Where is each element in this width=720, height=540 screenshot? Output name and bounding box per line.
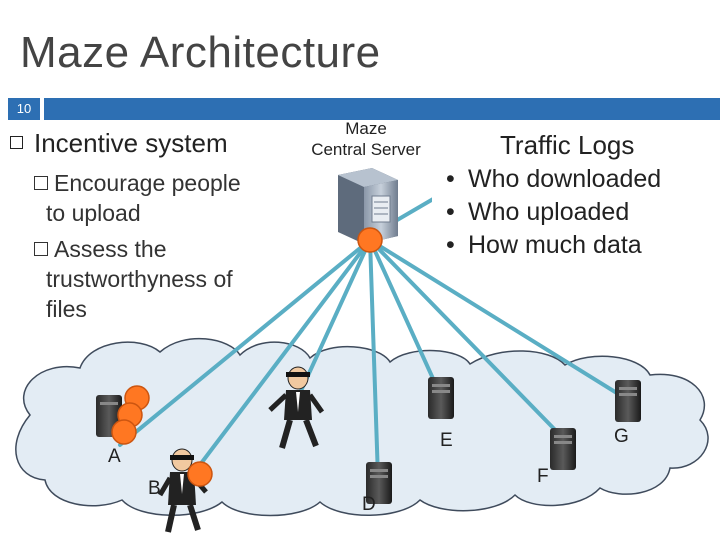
sub-bullet-2-line1: Assess the <box>54 236 167 262</box>
computer-icon <box>366 462 392 504</box>
computer-icon <box>615 380 641 422</box>
server-peer-circle <box>357 227 383 253</box>
sub-bullet-1: Encourage people to upload <box>34 168 241 228</box>
traffic-logs-title: Traffic Logs <box>500 130 635 160</box>
log-item: • How much data <box>446 231 642 260</box>
bullet-dot: • <box>446 165 455 193</box>
log-item: • Who uploaded <box>446 198 629 227</box>
slide-number: 10 <box>8 98 40 120</box>
peer-circle-A3 <box>111 419 137 445</box>
checkbox-icon <box>34 175 48 190</box>
node-label-B: B <box>148 478 161 499</box>
central-server-label: Maze Central Server <box>296 118 436 160</box>
dancer-icon <box>268 366 325 449</box>
bullet-dot: • <box>446 198 455 226</box>
link-B <box>188 238 372 480</box>
link-D <box>368 238 380 480</box>
log-item-text: Who downloaded <box>468 165 662 193</box>
log-item-text: How much data <box>468 231 642 259</box>
computer-icon <box>550 428 576 470</box>
bullet-square-icon <box>10 136 23 149</box>
sub-bullet-1-line1: Encourage people <box>54 170 241 196</box>
network-links <box>118 193 622 480</box>
checkbox-icon <box>34 241 48 256</box>
link-C <box>298 238 372 395</box>
peer-circle-B <box>187 461 213 487</box>
sub-bullet-2-line2: trustworthyness of <box>46 266 233 292</box>
traffic-logs-box <box>432 126 702 266</box>
node-label-G: G <box>614 426 629 447</box>
slide-title: Maze Architecture <box>20 28 381 77</box>
computer-icon <box>428 377 454 419</box>
server-label-line2: Central Server <box>311 140 421 159</box>
bullet-dot: • <box>446 231 455 259</box>
log-item: • Who downloaded <box>446 165 661 194</box>
node-label-A: A <box>108 446 121 467</box>
sub-bullet-2: Assess the trustworthyness of files <box>34 234 233 324</box>
server-label-line1: Maze <box>345 119 387 138</box>
link-A <box>118 238 372 447</box>
main-bullet: Incentive system <box>34 128 228 158</box>
sub-bullet-1-line2: to upload <box>46 200 141 226</box>
node-label-E: E <box>440 430 453 451</box>
node-label-D: D <box>362 494 376 515</box>
link-F <box>368 238 565 440</box>
accent-bar <box>44 98 720 120</box>
link-G <box>368 238 622 397</box>
log-item-text: Who uploaded <box>468 198 630 226</box>
sub-bullet-2-line3: files <box>46 296 87 322</box>
node-label-F: F <box>537 466 549 487</box>
